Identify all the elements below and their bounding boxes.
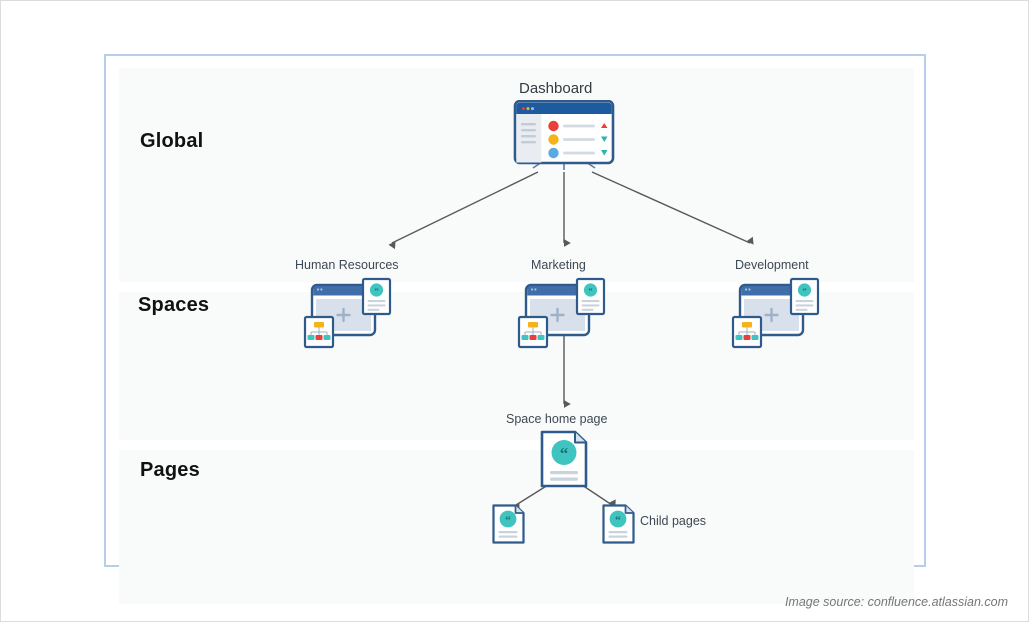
orgchart-node-2	[315, 335, 323, 340]
space-home-page-caption: Space home page	[506, 412, 608, 426]
sidebar-menu-lines	[521, 123, 536, 144]
doc-text-lines	[795, 300, 814, 311]
space-caption-marketing: Marketing	[531, 258, 586, 272]
dashboard-row-3	[548, 147, 608, 159]
space-home-page-icon[interactable]: “	[540, 430, 590, 488]
doc-avatar	[369, 283, 384, 297]
triangle-down-icon	[601, 150, 608, 156]
orgchart-node-top	[314, 322, 324, 328]
child-page-icon-1[interactable]: “	[492, 504, 526, 544]
plus-icon	[764, 307, 779, 323]
doc-avatar	[583, 283, 598, 297]
space-orgchart-card	[303, 315, 335, 349]
space-window-titlebar	[313, 286, 376, 296]
dashboard-row-1	[548, 120, 608, 132]
window-titlebar	[516, 102, 612, 114]
space-titlebar-dots	[744, 288, 751, 291]
space-orgchart-card	[731, 315, 763, 349]
band-label-global: Global	[140, 130, 204, 152]
row-line	[563, 151, 595, 155]
orgchart-node-3	[323, 335, 331, 340]
page-fold-corner	[574, 432, 586, 444]
row-line	[563, 138, 595, 141]
page-avatar	[609, 510, 627, 528]
dashboard-row-2	[548, 134, 608, 145]
band-label-spaces: Spaces	[138, 294, 210, 316]
orgchart-node-1	[521, 335, 529, 340]
plus-icon	[550, 307, 565, 323]
page-avatar	[551, 440, 577, 465]
quote-glyph: “	[588, 286, 592, 296]
space-titlebar-dots	[530, 288, 537, 291]
space-titlebar-dots	[316, 288, 323, 291]
orgchart-node-1	[735, 335, 743, 340]
quote-glyph: “	[802, 286, 806, 296]
page-text-lines	[550, 471, 578, 481]
orgchart-connectors	[738, 327, 756, 335]
page-fold-corner	[624, 505, 634, 514]
page-fold-corner	[514, 505, 524, 514]
space-caption-human-resources: Human Resources	[295, 258, 399, 272]
row-dot-amber	[548, 134, 559, 145]
row-line	[563, 124, 595, 128]
triangle-down-icon	[601, 136, 608, 142]
triangle-up-icon	[601, 123, 608, 128]
space-icon-human-resources[interactable]: “	[303, 277, 395, 349]
row-dot-red	[548, 120, 559, 132]
page-avatar	[499, 510, 517, 528]
diagram-frame	[104, 54, 926, 604]
orgchart-node-top	[742, 322, 752, 328]
plus-icon	[336, 307, 351, 323]
quote-glyph: “	[505, 514, 511, 526]
space-doc-card: “	[789, 277, 820, 316]
space-caption-development: Development	[735, 258, 809, 272]
doc-avatar	[797, 283, 812, 297]
dashboard-caption: Dashboard	[519, 80, 593, 97]
image-source-note: Image source: confluence.atlassian.com	[784, 595, 1008, 609]
quote-glyph: “	[560, 444, 569, 463]
quote-glyph: “	[615, 514, 621, 526]
space-icon-marketing[interactable]: “	[517, 277, 609, 349]
space-window-titlebar	[741, 286, 804, 296]
space-doc-card: “	[575, 277, 606, 316]
child-page-icon-2[interactable]: “	[602, 504, 636, 544]
orgchart-node-2	[529, 335, 537, 340]
space-doc-card: “	[361, 277, 392, 316]
titlebar-dots	[522, 107, 534, 111]
space-orgchart-card	[517, 315, 549, 349]
band-label-pages: Pages	[140, 459, 200, 481]
row-dot-blue	[548, 147, 559, 159]
quote-glyph: “	[374, 286, 378, 296]
orgchart-node-2	[743, 335, 751, 340]
orgchart-node-3	[751, 335, 759, 340]
orgchart-node-top	[528, 322, 538, 328]
orgchart-connectors	[524, 327, 542, 335]
space-icon-development[interactable]: “	[731, 277, 823, 349]
orgchart-node-3	[537, 335, 545, 340]
orgchart-node-1	[307, 335, 315, 340]
page-text-lines	[608, 531, 628, 538]
doc-text-lines	[367, 300, 386, 311]
doc-text-lines	[581, 300, 600, 311]
child-pages-caption: Child pages	[640, 514, 707, 528]
orgchart-connectors	[310, 327, 328, 335]
space-window-titlebar	[527, 286, 590, 296]
window-sidebar	[516, 114, 542, 163]
dashboard-window-icon[interactable]	[513, 99, 615, 172]
page-text-lines	[498, 531, 518, 538]
